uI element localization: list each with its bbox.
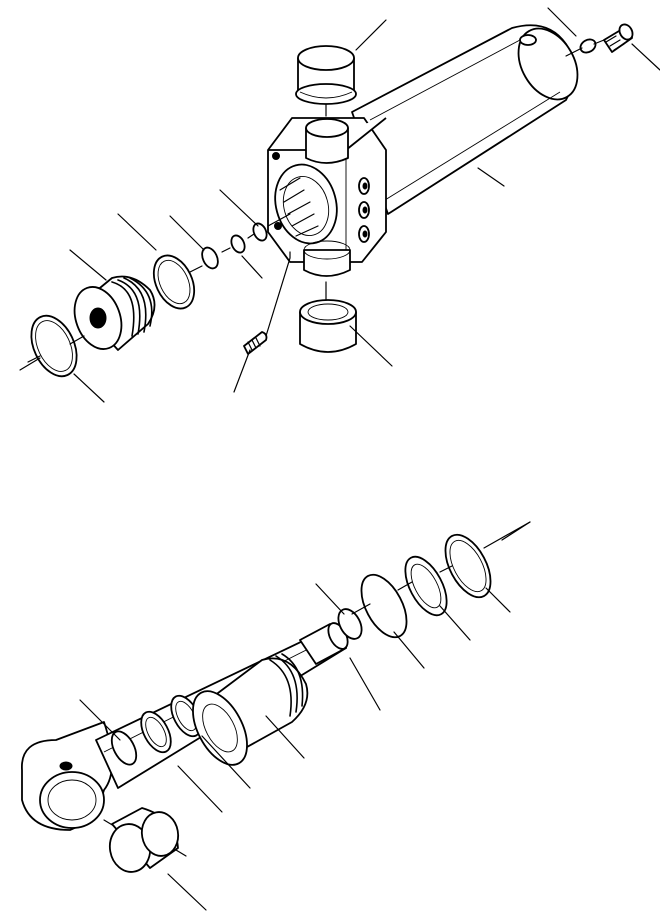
- cylinder-barrel-assembly: [19, 7, 660, 403]
- bottom-trunnion-boss: [303, 240, 351, 277]
- rod-ring-1: [110, 730, 138, 766]
- rod-gland: [192, 653, 309, 766]
- lower-bushing: [299, 299, 357, 353]
- rod-eye-bushing: [108, 807, 180, 873]
- piston-wear-ring-left: [30, 314, 78, 378]
- o-ring-small: [230, 234, 246, 254]
- rod-o-ring-large: [360, 573, 408, 639]
- set-screw: [243, 331, 268, 355]
- rod-wiper: [404, 555, 448, 617]
- fitting-centerline: [565, 39, 605, 57]
- rod-backup-ring: [444, 533, 492, 599]
- grease-fitting: [603, 23, 634, 53]
- bottom-axis-centerline: [351, 521, 531, 615]
- set-screw-leader: [265, 251, 291, 337]
- bottom-callout-leaders: [79, 521, 531, 911]
- piston: [73, 275, 156, 351]
- fitting-o-ring: [579, 38, 597, 54]
- piston-rod-assembly: [21, 521, 531, 911]
- rod-eye: [21, 721, 113, 831]
- cylinder-tube: [351, 24, 579, 215]
- rod-ring-2: [140, 710, 172, 754]
- back-up-ring: [201, 246, 219, 270]
- cylinder-head-block: [267, 117, 387, 263]
- retaining-ring: [252, 222, 268, 242]
- rod-o-ring-small: [337, 608, 363, 640]
- bushing-centerline: [103, 819, 187, 857]
- top-axis-centerline: [27, 213, 291, 363]
- top-callout-leaders: [19, 7, 660, 403]
- piston-wear-ring-right: [152, 254, 196, 310]
- upper-bushing: [295, 45, 357, 105]
- top-trunnion-boss: [305, 118, 349, 164]
